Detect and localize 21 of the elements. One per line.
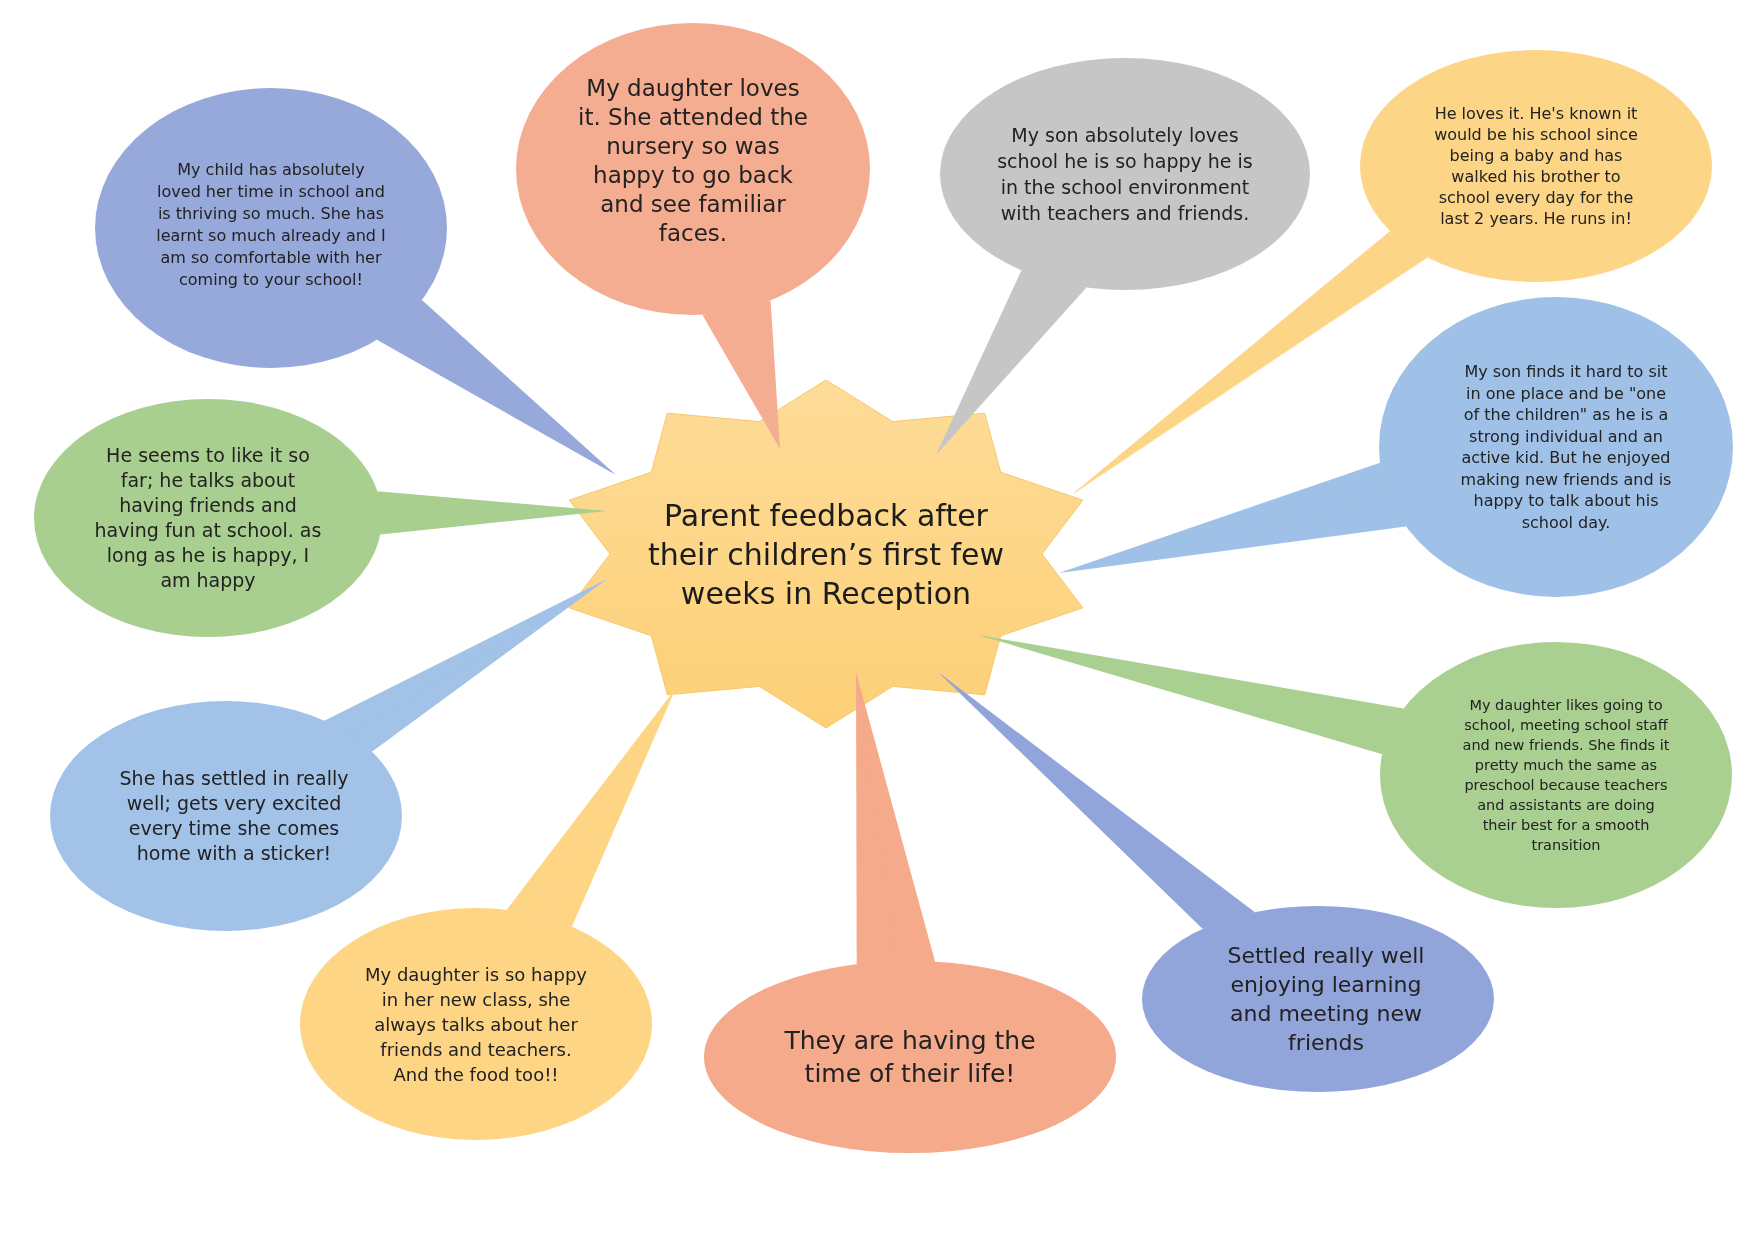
speech-bubble-tail xyxy=(506,688,676,927)
speech-bubble-tail xyxy=(978,635,1404,755)
quote-text: My son absolutely loves school he is so happy he is in the school environment with teachers and friends. xyxy=(996,123,1254,226)
quote-text: Settled really well enjoying learning and meeting new friends xyxy=(1226,942,1426,1057)
quote-text: He loves it. He's known it would be his school since being a baby and has walked his brother to school every day for the last 2 years. He runs in! xyxy=(1433,103,1639,229)
speech-bubble-tail xyxy=(376,300,616,475)
quote-text: My daughter loves it. She attended the nursery so was happy to go back and see familiar faces. xyxy=(577,74,809,248)
speech-bubble-tail xyxy=(936,270,1087,455)
quote-text: My daughter likes going to school, meeting school staff and new friends. She finds it pretty much the same as preschool because teachers and assistants are doing their best for a smooth transition xyxy=(1461,696,1671,855)
quote-text: My child has absolutely loved her time in school and is thriving so much. She has learnt so much already and I am so comfortable with her coming to your school! xyxy=(155,159,387,291)
title-text: Parent feedback after their children’s first few weeks in Reception xyxy=(646,496,1006,613)
speech-bubble-tail xyxy=(856,672,936,965)
quote-text: They are having the time of their life! xyxy=(783,1025,1037,1090)
speech-bubble-tail xyxy=(1059,462,1406,573)
quote-text: She has settled in really well; gets very excited every time she comes home with a sticker! xyxy=(118,766,350,866)
speech-bubble-tail xyxy=(324,579,607,752)
quote-text: My daughter is so happy in her new class, she always talks about her friends and teachers. And the food too!! xyxy=(364,962,588,1087)
quote-text: My son finds it hard to sit in one place and be "one of the children" as he is a strong individual and an active kid. But he enjoyed making new friends and is happy to talk about his school day. xyxy=(1459,361,1673,533)
speech-bubble-tail xyxy=(702,300,780,449)
speech-bubble-tail xyxy=(1070,230,1428,496)
quote-text: He seems to like it so far; he talks about having friends and having fun at school. as long as he is happy, I am happy xyxy=(93,443,323,593)
